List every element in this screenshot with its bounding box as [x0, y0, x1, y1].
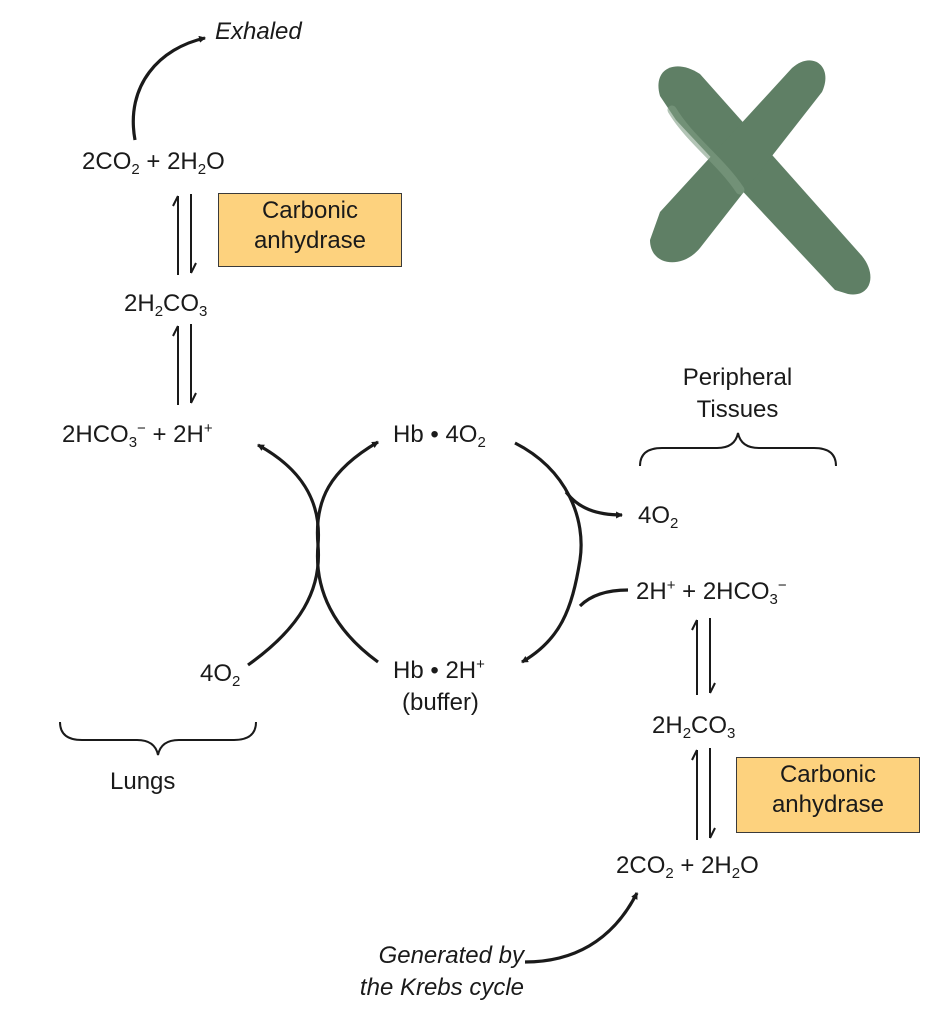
carbonic-acid-top: 2H2CO3	[124, 290, 208, 320]
lungs-arc-o2-to-hb	[247, 440, 379, 667]
tissues-brace	[639, 432, 837, 467]
exhaled-label: Exhaled	[215, 18, 302, 45]
co2-water-top: 2CO2 + 2H2O	[82, 148, 225, 178]
lungs-brace	[59, 721, 257, 756]
proton-uptake-line	[578, 588, 629, 608]
o2-release-arrow	[564, 491, 624, 519]
oxyhemoglobin: Hb • 4O2	[393, 421, 486, 451]
bicarbonate-protons-lungs: 2HCO3− + 2H+	[62, 420, 213, 451]
lungs-arc-hb-to-protons	[257, 443, 379, 664]
x-mark	[650, 60, 871, 295]
exhaled-arrow	[131, 35, 207, 141]
tissues-equilibrium-upper	[691, 618, 716, 695]
tissues-equilibrium-lower	[691, 748, 716, 840]
buffer-label: (buffer)	[402, 689, 479, 716]
tissues-arc	[514, 441, 583, 664]
co2-water-tissues: 2CO2 + 2H2O	[616, 852, 759, 882]
released-oxygen: 4O2	[638, 502, 679, 532]
inhaled-oxygen: 4O2	[200, 660, 241, 690]
lungs-label: Lungs	[110, 768, 176, 795]
protonated-hemoglobin: Hb • 2H+	[393, 656, 485, 684]
carbonic-acid-tissues: 2H2CO3	[652, 712, 736, 742]
lungs-equilibrium-upper	[172, 194, 197, 275]
x-mark-highlight	[667, 105, 745, 195]
protons-bicarbonate-tissues: 2H+ + 2HCO3−	[636, 577, 787, 608]
lungs-equilibrium-lower	[172, 324, 197, 405]
krebs-arrow	[524, 892, 639, 964]
